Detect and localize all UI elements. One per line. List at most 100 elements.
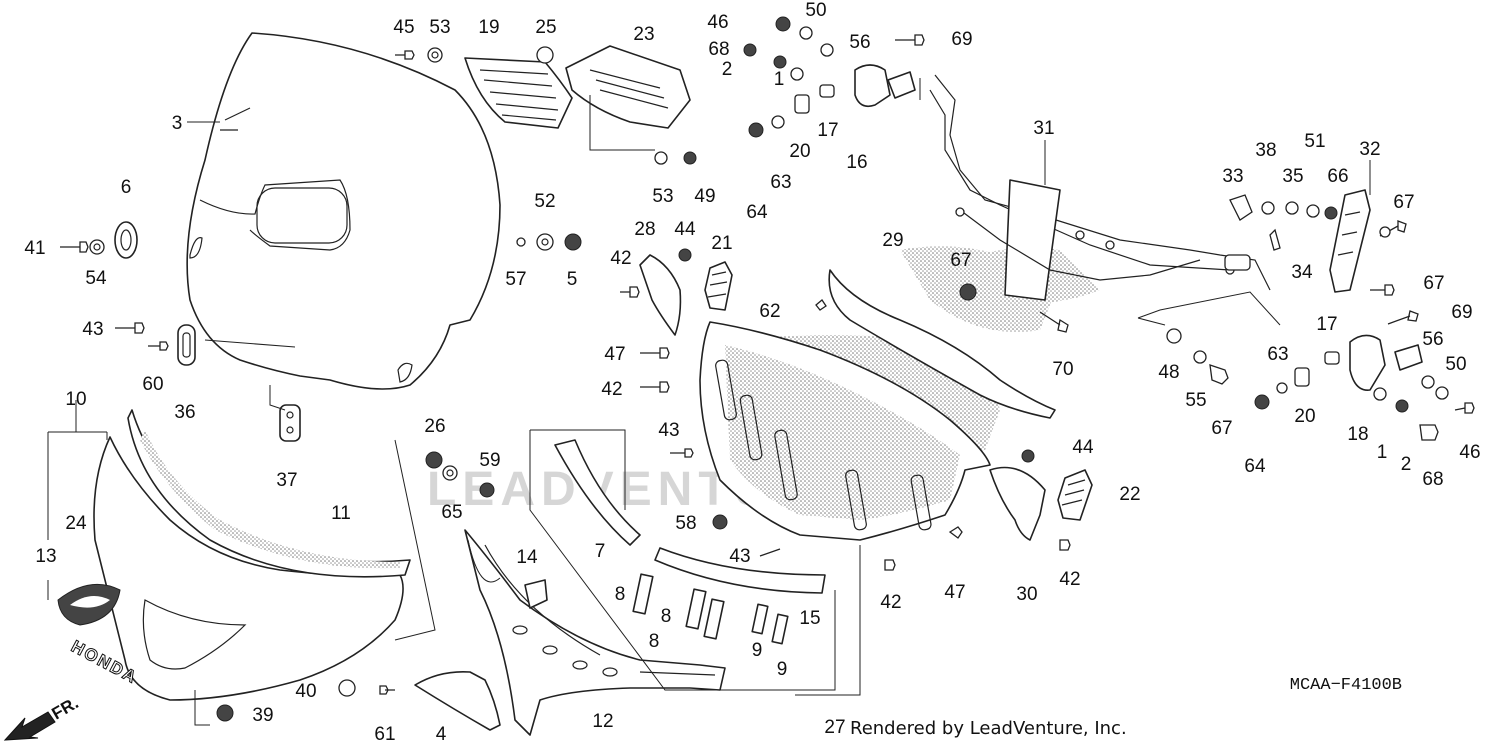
label-6: 6 — [121, 177, 132, 198]
label-28: 28 — [634, 219, 655, 240]
label-8b: 8 — [661, 606, 672, 627]
label-52: 52 — [534, 191, 555, 212]
seal-9b[interactable] — [771, 613, 789, 645]
label-47a: 47 — [604, 344, 625, 365]
front-direction-arrow: FR. — [3, 693, 82, 741]
label-13: 13 — [35, 546, 56, 567]
cover-4[interactable] — [414, 670, 501, 731]
label-53b: 53 — [652, 186, 673, 207]
inner-panel-27[interactable] — [699, 321, 1000, 541]
label-9b: 9 — [777, 659, 788, 680]
label-42d: 42 — [1059, 569, 1080, 590]
label-67c: 67 — [1423, 273, 1444, 294]
label-10: 10 — [65, 389, 86, 410]
label-42a: 42 — [610, 248, 631, 269]
label-58: 58 — [675, 513, 696, 534]
seal-8c[interactable] — [703, 598, 725, 640]
label-49: 49 — [694, 186, 715, 207]
front-direction-label: FR. — [49, 693, 82, 723]
label-42c: 42 — [880, 592, 901, 613]
trim-strip-7[interactable] — [554, 439, 641, 546]
label-46b: 46 — [1459, 442, 1480, 463]
label-44a: 44 — [674, 219, 696, 240]
label-7: 7 — [595, 541, 606, 562]
cover-30[interactable] — [989, 466, 1046, 541]
label-43a: 43 — [82, 319, 103, 340]
honda-emblem[interactable] — [57, 583, 121, 626]
label-2a: 2 — [722, 59, 733, 80]
label-25: 25 — [535, 17, 556, 38]
label-44b: 44 — [1072, 437, 1094, 458]
hardware — [60, 16, 1475, 722]
label-69b: 69 — [1451, 302, 1472, 323]
label-64b: 64 — [1244, 456, 1266, 477]
windscreen[interactable] — [186, 32, 501, 390]
label-14: 14 — [516, 547, 538, 568]
label-32: 32 — [1359, 139, 1380, 160]
label-12: 12 — [592, 711, 613, 732]
plate-37[interactable] — [279, 404, 301, 442]
label-56b: 56 — [1422, 329, 1443, 350]
label-41: 41 — [24, 238, 45, 259]
label-30: 30 — [1016, 584, 1037, 605]
fairing-stay-31[interactable] — [929, 74, 1271, 304]
bracket-32[interactable] — [1329, 189, 1371, 293]
label-68b: 68 — [1422, 469, 1443, 490]
clip-14[interactable] — [524, 579, 548, 609]
label-48: 48 — [1158, 362, 1179, 383]
label-31: 31 — [1033, 118, 1054, 139]
label-21: 21 — [711, 233, 732, 254]
hinge-18[interactable] — [1349, 334, 1386, 391]
label-43b: 43 — [658, 420, 679, 441]
label-17b: 17 — [1316, 314, 1337, 335]
label-22: 22 — [1119, 484, 1140, 505]
grommet-36[interactable] — [177, 324, 196, 366]
label-56a: 56 — [849, 32, 870, 53]
vent-panel-19[interactable] — [464, 57, 573, 129]
label-18: 18 — [1347, 424, 1368, 445]
duct-28[interactable] — [639, 254, 682, 336]
label-20a: 20 — [789, 141, 810, 162]
seal-8a[interactable] — [632, 573, 654, 615]
label-2b: 2 — [1401, 454, 1412, 475]
label-69a: 69 — [951, 29, 972, 50]
label-63b: 63 — [1267, 344, 1288, 365]
cover-21[interactable] — [704, 261, 733, 311]
label-27: 27 — [824, 717, 845, 738]
label-67b: 67 — [1393, 192, 1414, 213]
label-68a: 68 — [708, 39, 729, 60]
seal-8b[interactable] — [685, 588, 707, 630]
label-1a: 1 — [774, 69, 785, 90]
label-61: 61 — [374, 724, 395, 745]
label-3: 3 — [172, 113, 183, 134]
hinge-16b[interactable] — [887, 71, 916, 99]
vent-duct-23[interactable] — [565, 45, 691, 129]
seal-9a[interactable] — [751, 603, 769, 635]
label-64a: 64 — [746, 202, 768, 223]
label-42b: 42 — [601, 379, 622, 400]
label-24: 24 — [65, 513, 87, 534]
label-47b: 47 — [944, 582, 965, 603]
label-38: 38 — [1255, 140, 1276, 161]
label-63a: 63 — [770, 172, 791, 193]
hinge-16[interactable] — [854, 64, 891, 108]
fairing-trim-11[interactable] — [127, 409, 411, 578]
part-labels: 1 1 2 2 3 4 5 6 7 8 8 8 9 9 10 11 12 13 … — [24, 0, 1480, 745]
label-46a: 46 — [707, 12, 728, 33]
label-35: 35 — [1282, 166, 1303, 187]
diagram-code: MCAA−F4100B — [1289, 676, 1402, 695]
label-9a: 9 — [752, 640, 763, 661]
label-33: 33 — [1222, 166, 1243, 187]
label-67a: 67 — [950, 250, 971, 271]
label-26: 26 — [424, 416, 445, 437]
label-11: 11 — [331, 503, 351, 524]
label-20b: 20 — [1294, 406, 1315, 427]
grommet-6[interactable] — [114, 221, 138, 259]
label-29: 29 — [882, 230, 903, 251]
label-43c: 43 — [729, 546, 750, 567]
label-70: 70 — [1052, 359, 1073, 380]
trim-strip-15[interactable] — [654, 547, 826, 594]
hinge-18b[interactable] — [1394, 344, 1423, 371]
cover-22[interactable] — [1057, 469, 1093, 521]
